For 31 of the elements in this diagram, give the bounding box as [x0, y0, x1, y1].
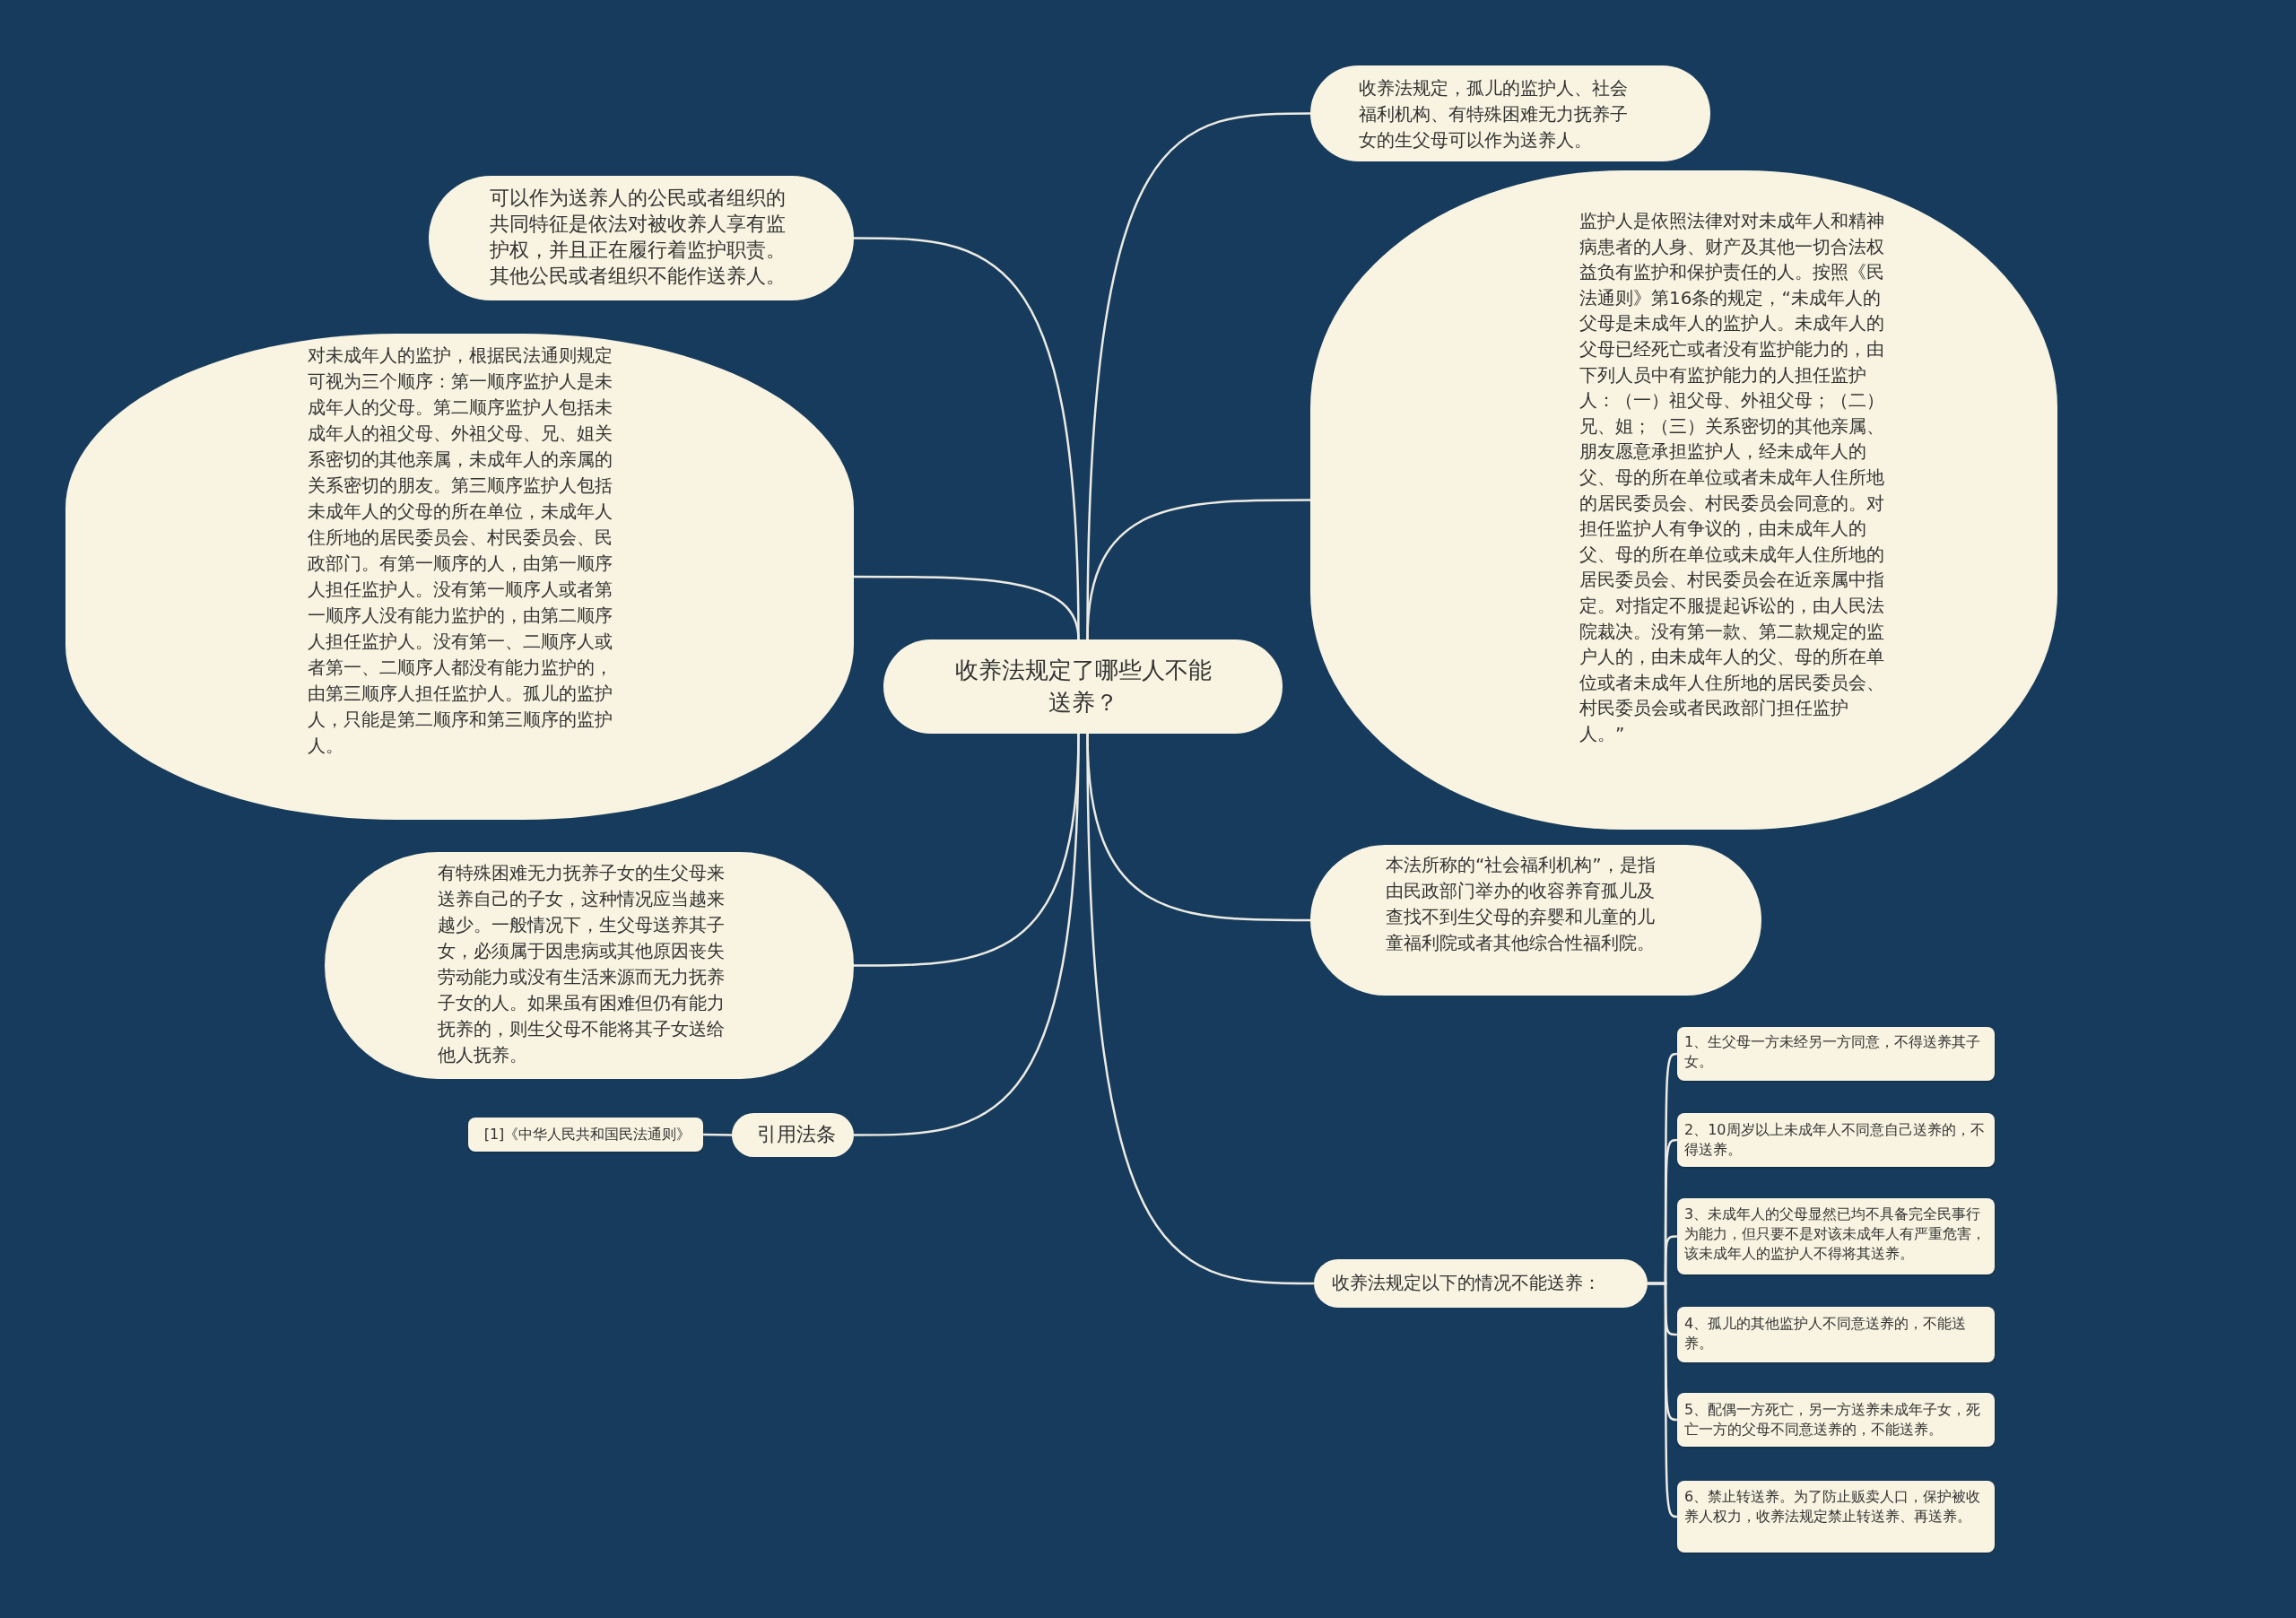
- node-text: 收养法规定了哪些人不能送养？: [953, 656, 1213, 718]
- connector-line: [702, 1133, 733, 1136]
- node-text: 对未成年人的监护，根据民法通则规定可视为三个顺序：第一顺序监护人是未成年人的父母。第二顺序监护人包括未成年人的祖父母、外祖父母、兄、姐关系密切的其他亲属，未成年人的亲属的关系密切的朋友。第三顺序监护人包括未成年人的父母的所在单位，未成年人住所地的居民委员会、村民委员会、民政部门。有第一顺序的人，由第一顺序人担任监护人。没有第一顺序人或者第一顺序人没有能力监护的，由第二顺序人担任监护人。没有第一、二顺序人或者第一、二顺序人都没有能力监护的，由第三顺序人担任监护人。孤儿的监护人，只能是第二顺序和第三顺序的监护人。: [308, 344, 613, 758]
- note-card: [1677, 1113, 1995, 1167]
- note-card: [1677, 1307, 1995, 1362]
- connector-line: [854, 575, 1080, 640]
- connector-line: [854, 733, 1080, 1136]
- node-text: 6、禁止转送养。为了防止贩卖人口，保护被收养人权力，收养法规定禁止转送养、再送养。: [1684, 1487, 1982, 1527]
- note-card: [468, 1118, 703, 1152]
- node-text: 引用法条: [756, 1122, 837, 1147]
- note-card: [1677, 1198, 1995, 1274]
- node-text: 本法所称的“社会福利机构”，是指由民政部门举办的收容养育孤儿及查找不到生父母的弃婴和儿童的儿童福利院或者其他综合性福利院。: [1386, 853, 1657, 955]
- node-text: 5、配偶一方死亡，另一方送养未成年子女，死亡一方的父母不同意送养的，不能送养。: [1684, 1400, 1982, 1440]
- node-text: 收养法规定，孤儿的监护人、社会福利机构、有特殊困难无力抚养子女的生父母可以作为送养人。: [1359, 76, 1629, 152]
- note-card: [1677, 1393, 1995, 1447]
- node-text: 1、生父母一方未经另一方同意，不得送养其子女。: [1684, 1032, 1982, 1072]
- note-card: [1677, 1481, 1995, 1553]
- connector-line: [1086, 734, 1314, 1285]
- node-text: 收养法规定以下的情况不能送养：: [1332, 1271, 1602, 1295]
- node-text: 监护人是依照法律对对未成年人和精神病患者的人身、财产及其他一切合法权益负有监护和保护责任的人。按照《民法通则》第16条的规定，“未成年人的父母是未成年人的监护人。未成年人的父母已经死亡或者没有监护能力的，由下列人员中有监护能力的人担任监护人：（一）祖父母、外祖父母；（二）兄、姐；（三）关系密切的其他亲属、朋友愿意承担监护人，经未成年人的父、母的所在单位或者未成年人住所地的居民委员会、村民委员会同意的。对担任监护人有争议的，由未成年人的父、母的所在单位或未成年人住所地的居民委员会、村民委员会在近亲属中指定。对指定不服提起诉讼的，由人民法院裁决。没有第一款、第二款规定的监户人的，由未成年人的父、母的所在单位或者未成年人住所地的居民委员会、村民委员会或者民政部门担任监护人。”: [1579, 209, 1885, 746]
- node-text: 可以作为送养人的公民或者组织的共同特征是依法对被收养人享有监护权，并且正在履行着监护职责。其他公民或者组织不能作送养人。: [490, 186, 787, 289]
- node-text: 3、未成年人的父母显然已均不具备完全民事行为能力，但只要不是对该未成年人有严重危害，该未成年人的监护人不得将其送养。: [1684, 1205, 1987, 1264]
- connector-line: [1086, 499, 1310, 640]
- topic-bubble: [732, 1113, 854, 1157]
- note-card: [1677, 1027, 1995, 1081]
- node-text: 有特殊困难无力抚养子女的生父母来送养自己的子女，这种情况应当越来越少。一般情况下，生父母送养其子女，必须属于因患病或其他原因丧失劳动能力或没有生活来源而无力抚养子女的人。如果虽有困难但仍有能力抚养的，则生父母不能将其子女送给他人抚养。: [438, 861, 726, 1067]
- node-text: 4、孤儿的其他监护人不同意送养的，不能送养。: [1684, 1314, 1968, 1353]
- connector-line: [1648, 1282, 1678, 1518]
- topic-bubble: [1314, 1259, 1648, 1308]
- node-text: [1]《中华人民共和国民法通则》: [483, 1125, 692, 1144]
- node-text: 2、10周岁以上未成年人不同意自己送养的，不得送养。: [1684, 1120, 1986, 1160]
